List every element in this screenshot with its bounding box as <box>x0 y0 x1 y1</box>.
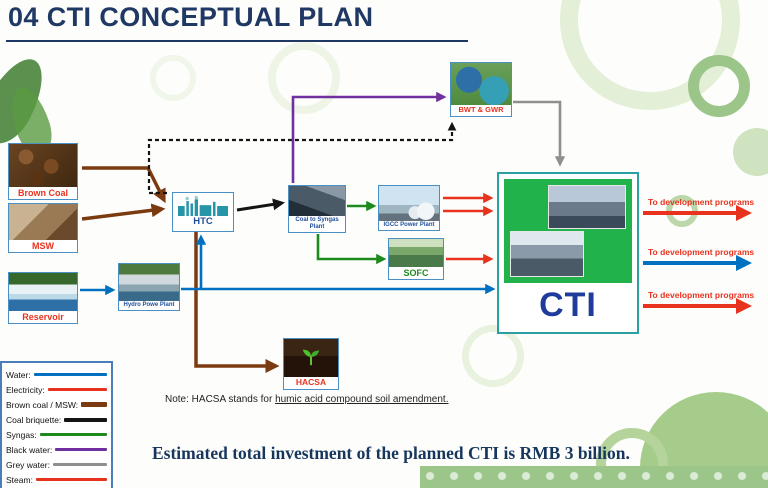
node-reservoir: Reservoir <box>8 272 78 324</box>
legend-swatch <box>64 417 107 422</box>
brown-coal-photo <box>9 144 77 187</box>
legend-label: Brown coal / MSW: <box>6 399 79 410</box>
node-htc: HTC <box>172 192 234 232</box>
output-label-2: To development programs <box>648 247 755 257</box>
arrow-htc-to-hacsa <box>194 232 280 373</box>
legend-item-coal-briquette: Coal briquette: <box>6 412 107 427</box>
note-prefix: Note: HACSA stands for <box>165 394 276 405</box>
title-underline <box>6 40 468 42</box>
arrow-msw-to-htc <box>81 203 166 221</box>
node-igcc: IGCC Power Plant <box>378 185 440 231</box>
legend-swatch <box>39 433 107 436</box>
node-label: Coal to Syngas Plant <box>289 216 345 232</box>
node-label: HTC <box>193 215 213 229</box>
node-label: SOFC <box>389 266 443 279</box>
sofc-photo <box>389 239 443 267</box>
output-label-1: To development programs <box>648 197 755 207</box>
legend-swatch <box>47 388 107 391</box>
legend-item-brown-coal-msw: Brown coal / MSW: <box>6 397 107 412</box>
node-msw: MSW <box>8 203 78 253</box>
background-pattern-band <box>420 466 768 488</box>
arrow-syngas-to-sofc <box>316 234 387 265</box>
seedling-icon <box>300 345 322 367</box>
node-label: IGCC Power Plant <box>379 221 439 230</box>
legend-item-grey-water: Grey water: <box>6 457 107 472</box>
legend-label: Coal briquette: <box>6 414 62 425</box>
background-decor-ring <box>462 325 524 387</box>
hacsa-photo <box>284 339 338 378</box>
background-decor-ring <box>596 428 668 488</box>
legend-swatch <box>35 478 107 481</box>
node-label: MSW <box>9 239 77 252</box>
legend-label: Syngas: <box>6 429 37 440</box>
legend-item-electricity: Electricity: <box>6 382 107 397</box>
node-brown-coal: Brown Coal <box>8 143 78 200</box>
background-decor-ring <box>268 42 340 114</box>
legend-swatch <box>55 448 107 451</box>
output-label-3: To development programs <box>648 290 755 300</box>
node-bwt-gwr: BWT & GWR <box>450 62 512 117</box>
legend-label: Black water: <box>6 444 53 455</box>
msw-photo <box>9 204 77 240</box>
legend-item-water: Water: <box>6 367 107 382</box>
note-term: humic acid compound soil amendment. <box>275 394 449 405</box>
node-label: HACSA <box>284 377 338 389</box>
legend-label: Electricity: <box>6 384 45 395</box>
legend-label: Steam: <box>6 474 33 485</box>
igcc-photo <box>379 186 439 222</box>
node-label: Reservoir <box>9 310 77 323</box>
hydro-plant-photo <box>119 264 179 302</box>
node-coal-to-syngas: Coal to Syngas Plant <box>288 185 346 233</box>
hacsa-note: Note: HACSA stands for humic acid compou… <box>165 394 449 405</box>
legend-item-black-water: Black water: <box>6 442 107 457</box>
cti-photo-panel <box>504 179 632 283</box>
arrow-greywater-to-cti <box>513 100 566 167</box>
arrow-browncoal-to-htc <box>82 166 166 204</box>
node-hacsa: HACSA <box>283 338 339 390</box>
cti-label: CTI <box>539 285 597 324</box>
page-title: 04 CTI CONCEPTUAL PLAN <box>8 2 374 32</box>
syngas-plant-photo <box>289 186 345 217</box>
legend-box: Water: Electricity: Brown coal / MSW: Co… <box>0 361 113 488</box>
node-label: Brown Coal <box>9 186 77 199</box>
investment-statement: Estimated total investment of the planne… <box>152 443 630 463</box>
node-label: Hydro Powe Plant <box>119 301 179 310</box>
bwt-gwr-photo <box>451 63 511 106</box>
legend-item-steam: Steam: <box>6 472 107 487</box>
legend-swatch <box>81 402 107 407</box>
background-decor-ring <box>688 55 750 117</box>
cti-plant-photo-1 <box>548 185 626 229</box>
factory-icon <box>176 195 230 216</box>
arrow-steam-dashed <box>147 121 457 195</box>
reservoir-photo <box>9 273 77 311</box>
node-hydro-power-plant: Hydro Powe Plant <box>118 263 180 311</box>
legend-label: Water: <box>6 369 31 380</box>
legend-item-syngas: Syngas: <box>6 427 107 442</box>
arrow-blackwater-to-bwt <box>291 91 447 183</box>
node-cti: CTI <box>497 172 639 334</box>
arrow-htc-to-syngasplant <box>236 198 285 212</box>
background-decor-ring <box>150 55 196 101</box>
node-sofc: SOFC <box>388 238 444 280</box>
legend-swatch <box>33 373 107 376</box>
legend-swatch <box>52 463 107 466</box>
cti-plant-photo-2 <box>510 231 584 277</box>
node-label: BWT & GWR <box>451 105 511 116</box>
background-decor-circle <box>733 128 768 176</box>
legend-label: Grey water: <box>6 459 50 470</box>
